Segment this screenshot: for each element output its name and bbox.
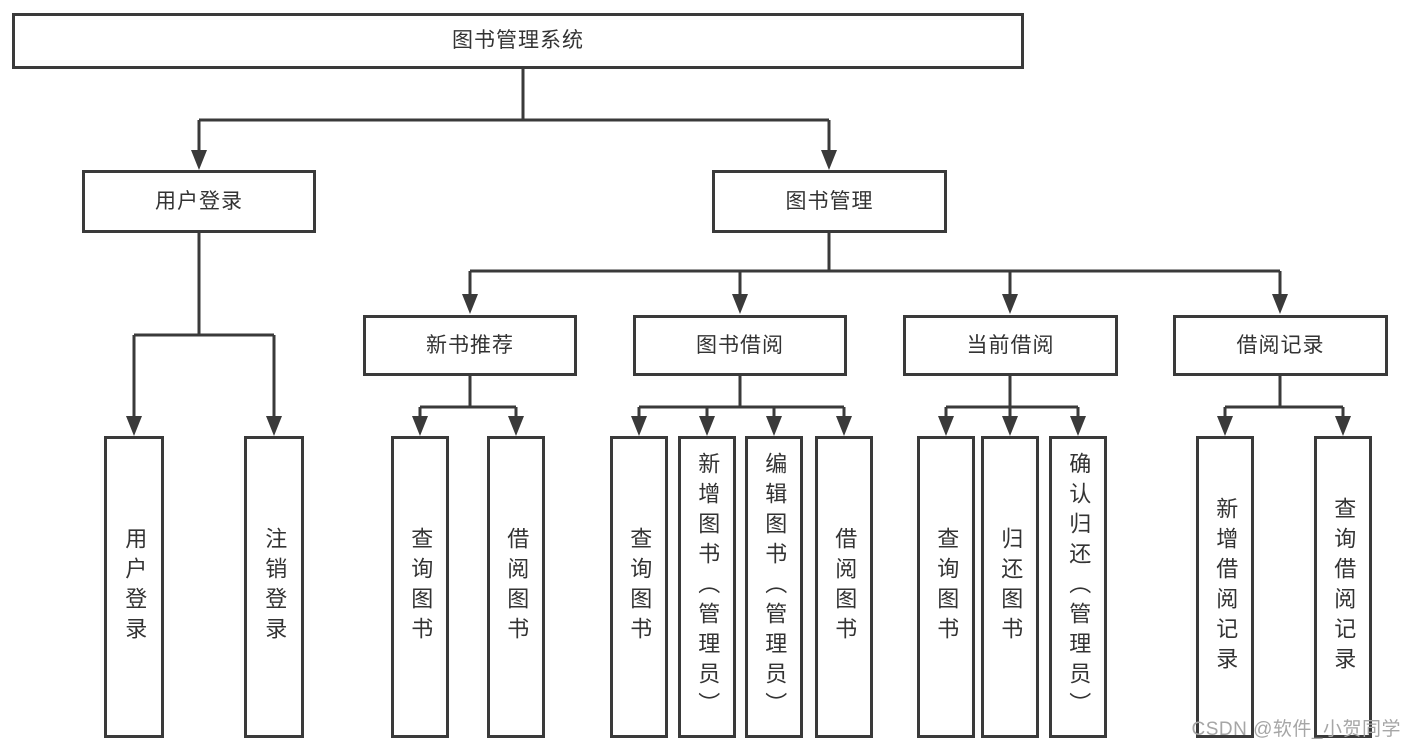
leaf-query-books-current: 查询图书	[917, 436, 975, 738]
leaf-confirm-return-admin: 确认归还（管理员）	[1049, 436, 1107, 738]
arrow-down-icon	[1002, 416, 1018, 436]
arrow-down-icon	[699, 416, 715, 436]
connector-path	[132, 69, 1345, 418]
arrow-down-icon	[1002, 294, 1018, 314]
leaf-edit-book-admin: 编辑图书（管理员）	[745, 436, 803, 738]
arrow-down-icon	[191, 150, 207, 170]
arrow-down-icon	[732, 294, 748, 314]
node-current-borrowing: 当前借阅	[903, 315, 1118, 376]
leaf-query-books-recommend: 查询图书	[391, 436, 449, 738]
arrow-down-icon	[821, 150, 837, 170]
node-new-book-recommendation: 新书推荐	[363, 315, 577, 376]
arrow-down-icon	[1335, 416, 1351, 436]
arrow-down-icon	[836, 416, 852, 436]
arrow-down-icon	[462, 294, 478, 314]
leaf-add-borrow-record: 新增借阅记录	[1196, 436, 1254, 738]
leaf-query-books-borrow: 查询图书	[610, 436, 668, 738]
arrow-down-icon	[266, 416, 282, 436]
node-book-management: 图书管理	[712, 170, 947, 233]
node-book-borrowing: 图书借阅	[633, 315, 847, 376]
arrow-down-icon	[508, 416, 524, 436]
arrow-down-icon	[126, 416, 142, 436]
arrow-down-icon	[1217, 416, 1233, 436]
arrowheads	[126, 150, 1351, 436]
arrow-down-icon	[412, 416, 428, 436]
node-user-login: 用户登录	[82, 170, 316, 233]
arrow-down-icon	[766, 416, 782, 436]
arrow-down-icon	[1070, 416, 1086, 436]
node-borrowing-records: 借阅记录	[1173, 315, 1388, 376]
csdn-watermark: CSDN @软件_小贺同学	[1191, 719, 1401, 740]
leaf-user-login: 用户登录	[104, 436, 164, 738]
node-library-management-system: 图书管理系统	[12, 13, 1024, 69]
arrow-down-icon	[631, 416, 647, 436]
leaf-query-borrow-record: 查询借阅记录	[1314, 436, 1372, 738]
arrow-down-icon	[1272, 294, 1288, 314]
leaf-logout: 注销登录	[244, 436, 304, 738]
leaf-add-book-admin: 新增图书（管理员）	[678, 436, 736, 738]
leaf-borrow-books-recommend: 借阅图书	[487, 436, 545, 738]
arrow-down-icon	[938, 416, 954, 436]
leaf-return-book: 归还图书	[981, 436, 1039, 738]
leaf-borrow-books: 借阅图书	[815, 436, 873, 738]
